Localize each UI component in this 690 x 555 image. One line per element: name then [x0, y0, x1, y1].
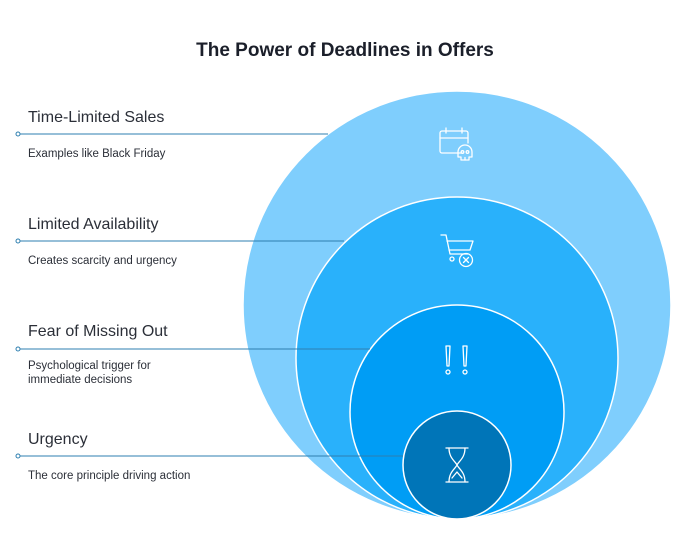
level-description: The core principle driving action	[28, 470, 190, 482]
level-description: Psychological trigger for	[28, 360, 151, 372]
level-description: Creates scarcity and urgency	[28, 255, 177, 267]
double-exclamation-icon	[445, 345, 468, 375]
level-description: immediate decisions	[28, 374, 132, 386]
level-fear-of-missing-out: Fear of Missing Out Psychological trigge…	[15, 323, 370, 386]
leader-dot	[15, 238, 21, 244]
level-label: Fear of Missing Out	[28, 323, 168, 340]
level-label: Limited Availability	[28, 216, 158, 233]
level-urgency: Urgency The core principle driving actio…	[15, 431, 403, 482]
hourglass-icon	[445, 447, 469, 483]
level-time-limited-sales: Time-Limited Sales Examples like Black F…	[15, 109, 328, 160]
cart-x-icon	[440, 234, 474, 268]
leader-dot	[15, 346, 21, 352]
diagram-title: The Power of Deadlines in Offers	[196, 40, 494, 61]
nested-circles	[242, 90, 672, 520]
level-label: Urgency	[28, 431, 88, 448]
leader-dot	[15, 131, 21, 137]
level-description: Examples like Black Friday	[28, 148, 166, 160]
level-label: Time-Limited Sales	[28, 109, 164, 126]
leader-dot	[15, 453, 21, 459]
level-limited-availability: Limited Availability Creates scarcity an…	[15, 216, 344, 267]
calendar-skull-icon	[439, 127, 473, 161]
